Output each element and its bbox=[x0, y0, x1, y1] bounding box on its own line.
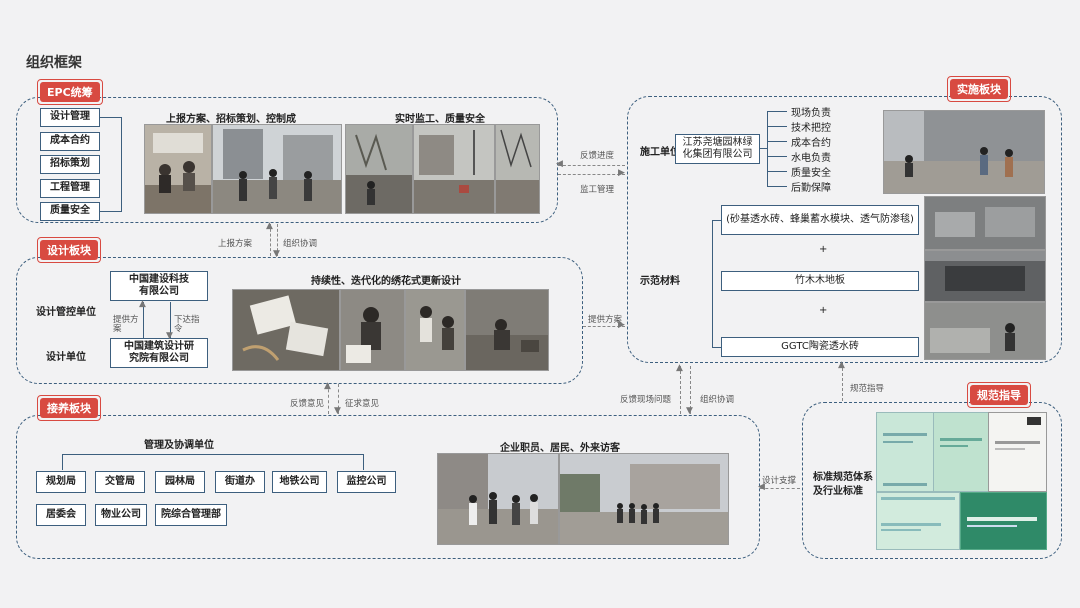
construction-duty: 质量安全 bbox=[791, 168, 831, 179]
flow-org-coord2: 组织协调 bbox=[700, 395, 735, 405]
design-unit-label: 设计单位 bbox=[46, 352, 86, 363]
epc-item: 招标策划 bbox=[40, 155, 100, 174]
material-plus-1: + bbox=[819, 244, 828, 255]
reception-unit: 居委会 bbox=[36, 504, 86, 526]
material-item-3: GGTC陶瓷透水砖 bbox=[721, 337, 919, 357]
epc-item: 成本合约 bbox=[40, 131, 100, 151]
flow-feedback-site: 反馈现场问题 bbox=[620, 395, 672, 405]
reception-photo-1 bbox=[437, 453, 559, 545]
epc-photo-site3 bbox=[495, 124, 540, 214]
reception-unit: 院综合管理部 bbox=[155, 504, 227, 526]
reception-unit: 园林局 bbox=[155, 471, 205, 493]
reception-unit: 规划局 bbox=[36, 471, 86, 493]
construction-duty: 技术把控 bbox=[791, 123, 831, 134]
design-photo-1 bbox=[232, 289, 340, 371]
design-flow-down: 下达指令 bbox=[174, 315, 200, 335]
reception-unit: 交管局 bbox=[95, 471, 145, 493]
design-unit-org: 中国建筑设计研究院有限公司 bbox=[110, 338, 208, 368]
flow-org-coord: 组织协调 bbox=[283, 239, 318, 249]
flow-solicit-opinion: 征求意见 bbox=[345, 399, 380, 409]
reception-unit: 地铁公司 bbox=[272, 471, 327, 493]
standards-doc-1 bbox=[876, 412, 934, 492]
epc-tag: EPC统筹 bbox=[37, 79, 103, 105]
flow-feedback-opinion: 反馈意见 bbox=[290, 399, 325, 409]
reception-unit: 物业公司 bbox=[95, 504, 147, 526]
standards-doc-2 bbox=[933, 412, 989, 492]
construction-duty: 成本合约 bbox=[791, 138, 831, 149]
material-photo-3 bbox=[924, 302, 1046, 360]
design-control-label: 设计管控单位 bbox=[36, 307, 96, 318]
epc-item: 设计管理 bbox=[40, 108, 100, 127]
design-photo-2 bbox=[340, 289, 405, 371]
material-item-2: 竹木木地板 bbox=[721, 271, 919, 291]
reception-unit: 监控公司 bbox=[337, 471, 396, 493]
material-item-1: (砂基透水砖、蜂巢蓄水模块、透气防渗毯) bbox=[721, 205, 919, 235]
reception-unit: 街道办 bbox=[215, 471, 265, 493]
material-photo-2 bbox=[924, 250, 1046, 302]
epc-item: 工程管理 bbox=[40, 178, 100, 198]
flow-supervision: 监工管理 bbox=[580, 185, 615, 195]
flow-feedback-progress: 反馈进度 bbox=[580, 151, 615, 161]
epc-item: 质量安全 bbox=[40, 202, 100, 221]
epc-photo-meeting bbox=[144, 124, 212, 214]
reception-photo-2 bbox=[559, 453, 729, 545]
standards-doc-4 bbox=[876, 492, 960, 550]
material-plus-2: + bbox=[819, 305, 828, 316]
construction-duty: 现场负责 bbox=[791, 108, 831, 119]
material-photo-1 bbox=[924, 196, 1046, 250]
standards-doc-3 bbox=[988, 412, 1047, 492]
design-caption: 持续性、迭代化的绣花式更新设计 bbox=[311, 276, 461, 287]
construction-duty: 水电负责 bbox=[791, 153, 831, 164]
standards-tag: 规范指导 bbox=[967, 382, 1031, 408]
construction-org: 江苏尧塘园林绿化集团有限公司 bbox=[675, 134, 760, 164]
design-photo-3 bbox=[405, 289, 465, 371]
implementation-tag: 实施板块 bbox=[947, 76, 1011, 102]
design-flow-up: 提供方案 bbox=[113, 315, 139, 335]
epc-caption-left: 上报方案、招标策划、控制成 bbox=[166, 114, 296, 125]
page-title: 组织框架 bbox=[26, 55, 82, 71]
flow-submit-plan: 上报方案 bbox=[218, 239, 253, 249]
epc-caption-right: 实时监工、质量安全 bbox=[395, 114, 485, 125]
design-photo-4 bbox=[465, 289, 549, 371]
design-control-org: 中国建设科技有限公司 bbox=[110, 271, 208, 301]
epc-photo-street bbox=[212, 124, 342, 214]
design-tag: 设计板块 bbox=[37, 237, 101, 263]
implementation-photo-top bbox=[883, 110, 1045, 194]
epc-photo-site1 bbox=[345, 124, 413, 214]
construction-duty: 后勤保障 bbox=[791, 183, 831, 194]
standards-doc-5 bbox=[960, 492, 1047, 550]
flow-provide-plan: 提供方案 bbox=[588, 315, 623, 325]
construction-label: 施工单位 bbox=[640, 147, 680, 158]
standards-label: 标准规范体系及行业标准 bbox=[813, 472, 873, 497]
flow-design-support: 设计支撑 bbox=[762, 476, 797, 486]
epc-photo-site2 bbox=[413, 124, 495, 214]
material-label: 示范材料 bbox=[640, 276, 680, 287]
reception-tag: 接养板块 bbox=[37, 395, 101, 421]
reception-caption: 企业职员、居民、外来访客 bbox=[500, 443, 620, 454]
reception-group-label: 管理及协调单位 bbox=[144, 440, 214, 451]
flow-standard-guide: 规范指导 bbox=[850, 384, 885, 394]
